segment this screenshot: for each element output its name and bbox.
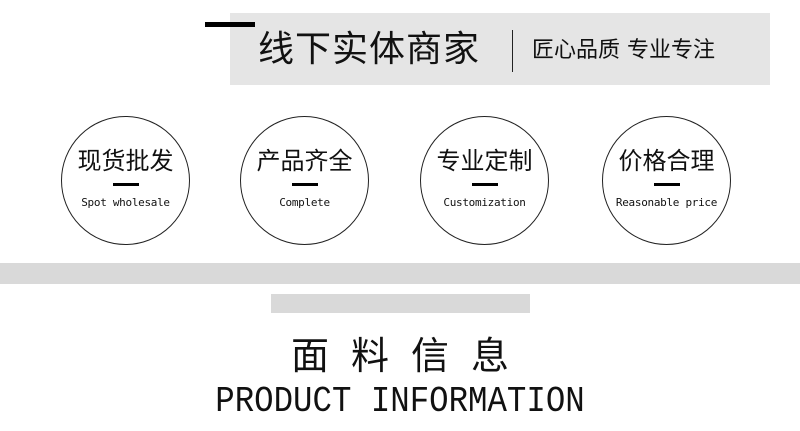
section-title-cn: 面料信息 [290, 334, 531, 378]
feature-list: 现货批发 Spot wholesale 产品齐全 Complete 专业定制 C… [61, 116, 731, 245]
feature-reasonable-price: 价格合理 Reasonable price [602, 116, 731, 245]
feature-subtitle: Spot wholesale [81, 196, 170, 209]
banner-divider [512, 30, 513, 72]
accent-bar [205, 22, 255, 27]
feature-subtitle: Customization [443, 196, 526, 209]
feature-title: 产品齐全 [256, 147, 353, 175]
section-title-en: PRODUCT INFORMATION [215, 381, 585, 422]
feature-title: 现货批发 [77, 147, 174, 175]
feature-customization: 专业定制 Customization [420, 116, 549, 245]
section-accent-bar [271, 294, 530, 313]
banner-title: 线下实体商家 [258, 29, 481, 70]
feature-subtitle: Complete [279, 196, 330, 209]
header-banner [230, 13, 770, 85]
feature-complete: 产品齐全 Complete [240, 116, 369, 245]
feature-dash [291, 183, 318, 186]
feature-dash [653, 183, 680, 186]
feature-spot-wholesale: 现货批发 Spot wholesale [61, 116, 190, 245]
banner-subtitle: 匠心品质 专业专注 [532, 38, 715, 63]
feature-title: 专业定制 [436, 147, 533, 175]
section-divider-band [0, 263, 800, 284]
feature-subtitle: Reasonable price [615, 196, 718, 209]
feature-title: 价格合理 [618, 147, 715, 175]
feature-dash [112, 183, 139, 186]
feature-dash [471, 183, 498, 186]
